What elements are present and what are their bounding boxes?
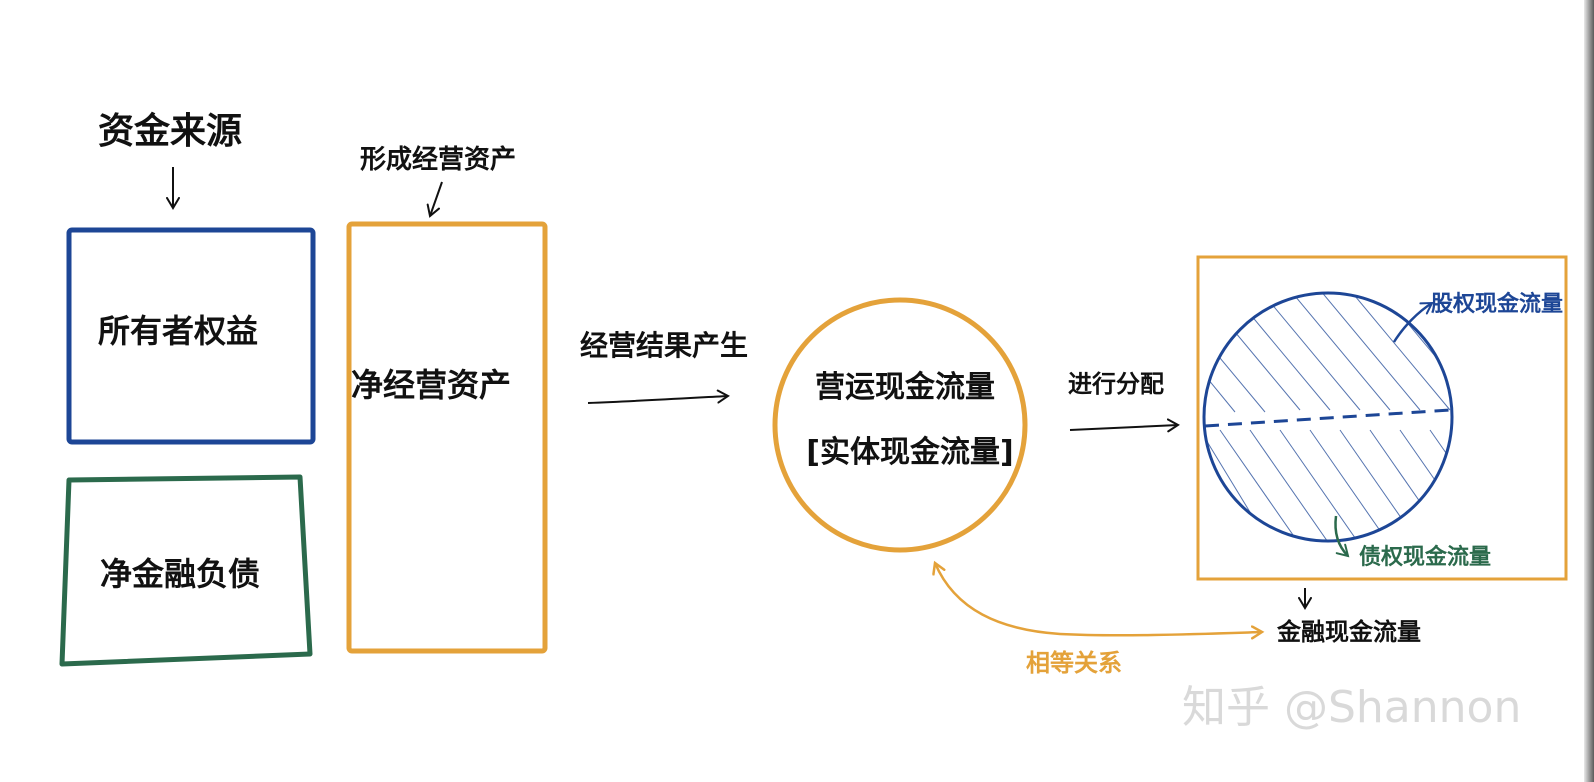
- debt-cash-flow-label: 债权现金流量: [1359, 544, 1491, 570]
- owners-equity-box: [66, 227, 316, 445]
- net-financial-liabilities-box: [59, 474, 313, 667]
- debt-cash-flow-arrow: [1334, 515, 1350, 558]
- entity-cash-flow-label: [实体现金流量]: [806, 435, 1013, 470]
- cash-flow-distribution-frame: [1196, 255, 1568, 581]
- watermark: 知乎 @Shannon: [1182, 682, 1521, 733]
- operating-result-label: 经营结果产生: [580, 329, 748, 362]
- equal-relation-label: 相等关系: [1026, 649, 1122, 677]
- owners-equity-label: 所有者权益: [98, 312, 258, 350]
- net-operating-assets-box: [346, 221, 548, 654]
- funding-source-label: 资金来源: [98, 110, 242, 152]
- operating-result-arrow: [587, 389, 730, 404]
- net-operating-assets-label: 净经营资产: [351, 366, 511, 404]
- equal-relation-arrow: [935, 563, 1262, 635]
- operating-cash-flow-label: 营运现金流量: [815, 370, 995, 405]
- form-operating-assets-arrow: [426, 181, 443, 218]
- equity-cash-flow-label: 股权现金流量: [1431, 291, 1563, 317]
- form-operating-assets-label: 形成经营资产: [360, 144, 516, 175]
- financial-cash-flow-label: 金融现金流量: [1276, 618, 1421, 646]
- equity-cash-flow-arrow: [1392, 301, 1434, 343]
- cash-flow-split-circle: [1202, 291, 1454, 543]
- net-financial-liabilities-label: 净金融负债: [100, 555, 260, 593]
- distribution-arrow: [1069, 418, 1180, 433]
- distribution-label: 进行分配: [1068, 370, 1164, 398]
- operating-cash-flow-circle: [772, 297, 1028, 553]
- window-edge-strip: [1584, 0, 1594, 782]
